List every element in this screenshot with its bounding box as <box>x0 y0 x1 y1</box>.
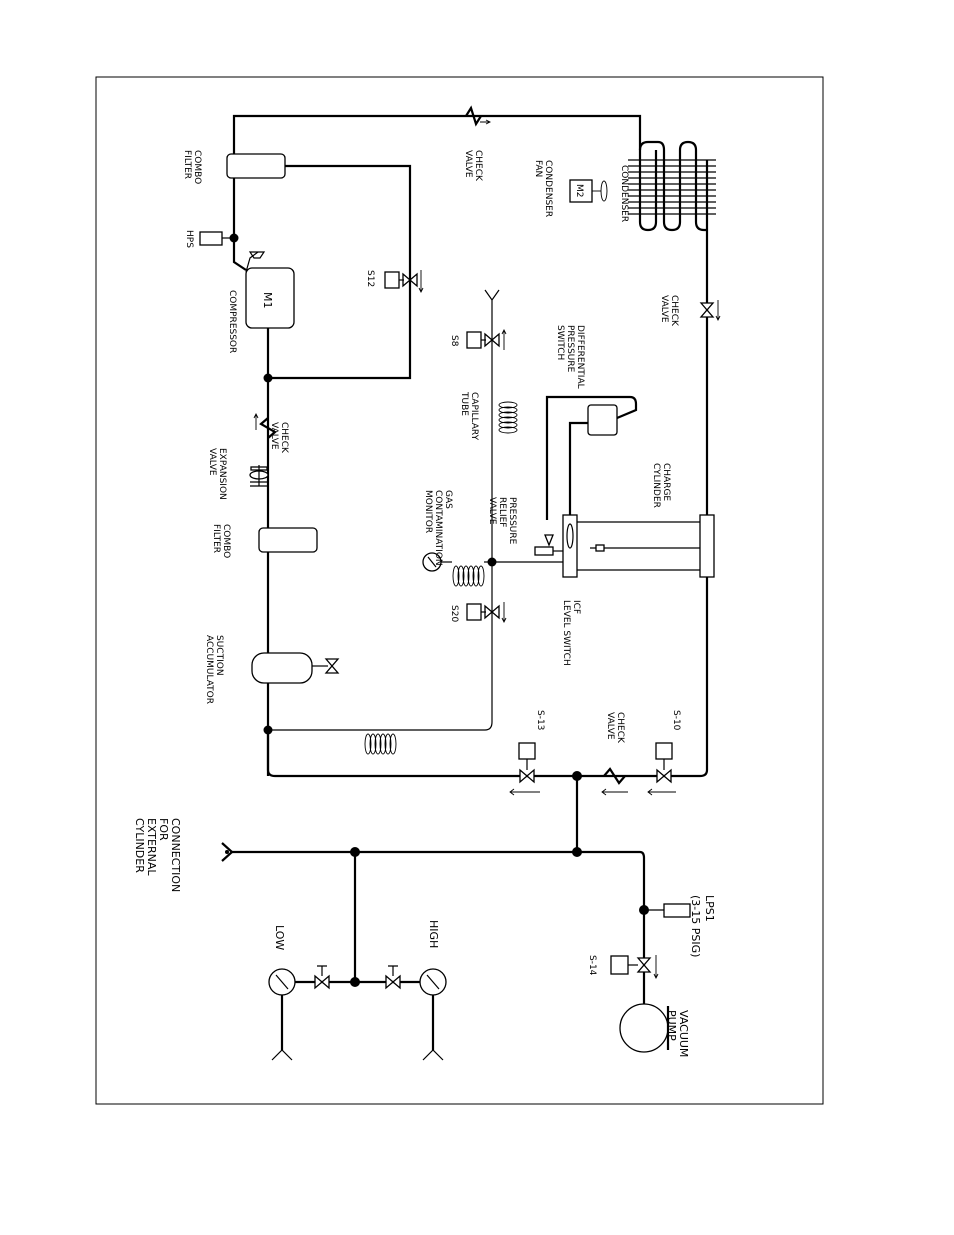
lps1-label: LPS1(3-15 PSIG) <box>689 895 716 957</box>
charge-cylinder-label: CHARGECYLINDER <box>651 463 671 508</box>
diagram-frame <box>95 76 824 1105</box>
hps-switch <box>199 231 223 246</box>
vacuum-pump <box>619 1003 669 1053</box>
suction-accumulator <box>251 652 313 684</box>
high-valve <box>385 975 401 989</box>
s8-label: S8 <box>449 335 459 347</box>
condenser-coil <box>628 140 716 232</box>
compressor-m1-label: M1 <box>261 292 274 309</box>
icf-level-switch-label: ICFLEVEL SWITCH <box>561 600 581 666</box>
gas-contamination-monitor-label: GASCONTAMINATIONMONITOR <box>423 490 453 566</box>
combo-filter-top-label: COMBOFILTER <box>182 150 202 184</box>
low-valve <box>314 975 330 989</box>
lps1-switch <box>663 903 691 918</box>
pressure-relief-valve <box>544 534 554 547</box>
external-cylinder-connector <box>221 842 234 862</box>
piping <box>232 114 709 1050</box>
check-valve-top-label: CHECKVALVE <box>463 150 483 182</box>
gas-monitor-coil <box>452 565 485 587</box>
s10-valve <box>656 769 672 783</box>
s20-solenoid <box>466 603 482 621</box>
m2-label: M2 <box>574 184 584 198</box>
check-valve-right-label: CHECKVALVE <box>659 295 679 327</box>
charge-cylinder <box>534 514 715 578</box>
s10-label: S-10 <box>671 710 681 731</box>
return-coil <box>364 733 397 755</box>
s13-solenoid <box>518 742 536 760</box>
condenser-label: CONDENSER <box>619 165 629 222</box>
expansion-valve <box>249 465 269 487</box>
s12-solenoid <box>384 271 400 289</box>
check-valve-mid-label: CHECKVALVE <box>269 422 289 454</box>
suction-accumulator-label: SUCTIONACCUMULATOR <box>204 635 224 704</box>
vacuum-pump-label: VACUUMPUMP <box>665 1010 690 1057</box>
condenser-fan-label: CONDENSERFAN <box>533 160 553 217</box>
pressure-relief-valve-label: PRESSURERELIEFVALVE <box>487 497 517 545</box>
differential-pressure-switch <box>587 404 618 436</box>
check-valve-bottom <box>603 767 626 785</box>
s10-solenoid <box>655 742 673 760</box>
s14-label: S-14 <box>587 955 597 976</box>
hps-label: HPS <box>184 230 194 248</box>
expansion-valve-label: EXPANSIONVALVE <box>207 448 227 500</box>
junction-dots <box>229 233 649 987</box>
differential-pressure-switch-label: DIFFERENTIALPRESSURESWITCH <box>555 325 585 389</box>
compressor-label: COMPRESSOR <box>227 290 237 353</box>
s13-label: S-13 <box>535 710 545 730</box>
fan-blade-icon <box>600 180 608 202</box>
check-valve-bottom-label: CHECKVALVE <box>605 712 625 744</box>
check-valve-top <box>465 105 482 127</box>
compressor-m1 <box>245 267 295 329</box>
s14-solenoid <box>610 955 629 975</box>
connection-external-cylinder-label: CONNECTIONFOREXTERNALCYLINDER <box>133 818 182 892</box>
low-label: LOW <box>273 925 286 950</box>
capillary-tube-coil <box>498 401 518 434</box>
combo-filter-mid-label: COMBOFILTER <box>211 524 231 558</box>
s12-label: S12 <box>365 270 375 287</box>
combo-filter-mid <box>258 527 318 553</box>
capillary-tube-label: CAPILLARYTUBE <box>459 391 479 441</box>
s13-valve <box>519 769 535 783</box>
check-valve-mid <box>259 417 277 439</box>
high-label: HIGH <box>427 920 440 948</box>
check-valve-right <box>700 302 714 318</box>
s14-valve <box>637 957 651 973</box>
s8-solenoid <box>466 331 482 349</box>
s20-label: S20 <box>449 605 459 622</box>
combo-filter-top <box>226 153 286 179</box>
